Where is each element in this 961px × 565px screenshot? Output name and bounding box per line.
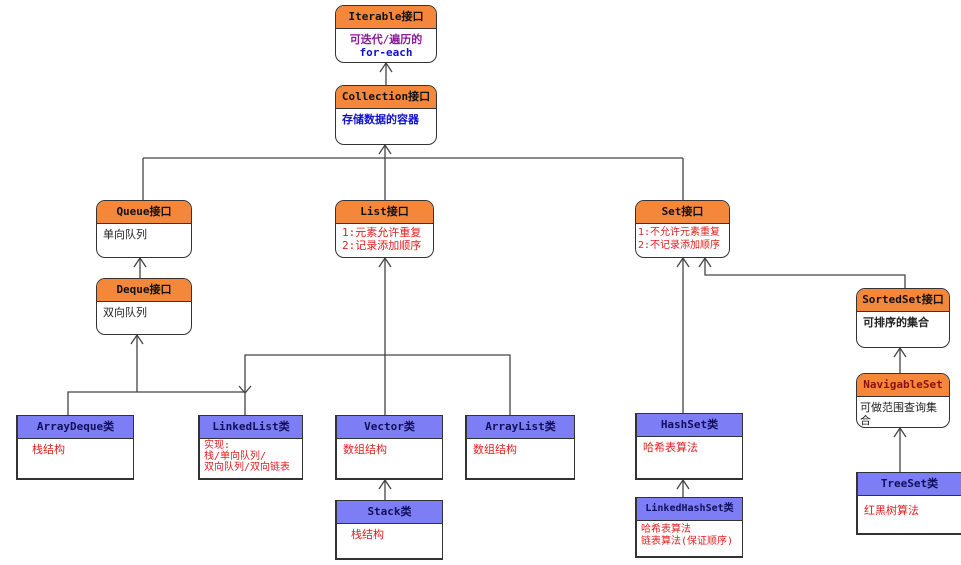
box-title: HashSet类 — [637, 414, 742, 437]
deque-interface-box: Deque接口 双向队列 — [96, 278, 192, 335]
arrow-treeset-navigable — [893, 426, 907, 472]
box-body: 可排序的集合 — [863, 316, 929, 329]
box-body: 数组结构 — [343, 443, 387, 456]
box-body: for-each — [359, 46, 413, 59]
box-body: 双向队列 — [103, 306, 147, 319]
box-body: 哈希表算法 — [643, 441, 698, 454]
arrow-to-deque — [67, 333, 252, 415]
box-body: 单向队列 — [103, 228, 147, 241]
box-body: 栈结构 — [32, 443, 65, 456]
box-title: Iterable接口 — [336, 6, 436, 29]
arrow-stack-vector — [378, 478, 392, 500]
arrow-to-list — [244, 256, 511, 415]
box-body: 数组结构 — [473, 443, 517, 456]
box-body: 1:元素允许重复 2:记录添加顺序 — [342, 226, 422, 252]
box-title: Queue接口 — [97, 201, 191, 224]
stack-class-box: Stack类 栈结构 — [335, 500, 443, 560]
linkedlist-class-box: LinkedList类 实现: 栈/单向队列/ 双向队列/双向链表 — [198, 415, 303, 480]
box-body: 红黑树算法 — [864, 504, 919, 517]
sortedset-interface-box: SortedSet接口 可排序的集合 — [856, 288, 950, 348]
set-interface-box: Set接口 1:不允许元素重复 2:不记录添加顺序 — [635, 200, 730, 258]
arrow-sortedset-set — [698, 256, 906, 288]
box-title: SortedSet接口 — [857, 289, 949, 312]
box-title: TreeSet类 — [858, 473, 961, 496]
box-title: ArrayList类 — [467, 416, 574, 439]
arrow-navigable-sorted — [893, 346, 907, 373]
hashset-class-box: HashSet类 哈希表算法 — [635, 413, 743, 480]
arrow-interfaces-collection — [142, 143, 684, 200]
box-body: 存储数据的容器 — [342, 113, 419, 126]
box-body: 实现: 栈/单向队列/ 双向队列/双向链表 — [204, 440, 291, 473]
collection-interface-box: Collection接口 存储数据的容器 — [335, 85, 437, 145]
box-body: 可迭代/遍历的 — [349, 33, 423, 46]
box-title: Stack类 — [337, 501, 442, 524]
box-body: 1:不允许元素重复 2:不记录添加顺序 — [638, 227, 721, 251]
arrow-hashset-set — [676, 256, 690, 413]
box-title: LinkedHashSet类 — [637, 498, 742, 521]
box-title: Vector类 — [337, 416, 442, 439]
box-title: ArrayDeque类 — [18, 416, 133, 439]
box-title: Deque接口 — [97, 279, 191, 302]
arrow-deque-queue — [133, 256, 147, 278]
arrow-linkedhashset-hashset — [676, 478, 690, 497]
vector-class-box: Vector类 数组结构 — [335, 415, 443, 480]
linkedhashset-class-box: LinkedHashSet类 哈希表算法 链表算法(保证顺序) — [635, 497, 743, 558]
box-title: LinkedList类 — [200, 416, 302, 439]
box-title: NavigableSet — [857, 374, 949, 397]
arrow-collection-iterable — [379, 61, 393, 85]
treeset-class-box: TreeSet类 红黑树算法 — [856, 472, 961, 535]
arraydeque-class-box: ArrayDeque类 栈结构 — [16, 415, 134, 480]
box-body: 栈结构 — [351, 528, 384, 541]
queue-interface-box: Queue接口 单向队列 — [96, 200, 192, 258]
list-interface-box: List接口 1:元素允许重复 2:记录添加顺序 — [335, 200, 434, 258]
navigableset-interface-box: NavigableSet 可做范围查询集合 — [856, 373, 950, 428]
box-title: Collection接口 — [336, 86, 436, 109]
box-title: Set接口 — [636, 201, 729, 224]
box-body: 可做范围查询集合 — [860, 401, 937, 427]
arraylist-class-box: ArrayList类 数组结构 — [465, 415, 575, 480]
box-body: 哈希表算法 链表算法(保证顺序) — [641, 524, 734, 547]
box-title: List接口 — [336, 201, 433, 224]
